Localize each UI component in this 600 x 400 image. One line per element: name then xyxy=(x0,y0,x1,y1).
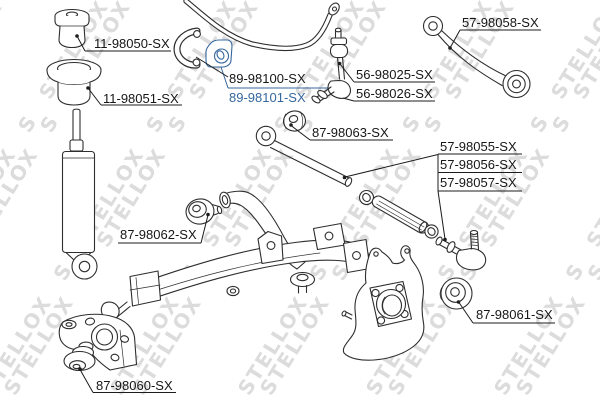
sleeve-and-nuts-drawing xyxy=(358,189,439,239)
bracket-87-98060-drawing xyxy=(58,313,138,372)
stabilizer-link-drawing xyxy=(311,27,352,104)
part-label-57-98057-sx: 57-98057-SX xyxy=(440,175,517,190)
lateral-rod-drawing xyxy=(255,125,353,187)
part-label-87-98063-sx: 87-98063-SX xyxy=(312,125,389,140)
part-label-87-98060-sx: 87-98060-SX xyxy=(96,378,173,393)
rod-bushing-87-98063-drawing xyxy=(282,110,307,132)
part-label-87-98062-sx: 87-98062-SX xyxy=(120,227,197,242)
part-label-57-98058-sx: 57-98058-SX xyxy=(462,15,539,30)
stabilizer-bushing-highlighted-drawing xyxy=(205,39,333,89)
part-label-89-98101-sx: 89-98101-SX xyxy=(229,90,306,105)
upper-control-arm-drawing xyxy=(422,15,531,99)
part-label-56-98026-sx: 56-98026-SX xyxy=(356,86,433,101)
knuckle-drawing xyxy=(341,245,425,361)
shock-absorber-drawing xyxy=(61,108,98,280)
stabilizer-clamp-drawing xyxy=(173,27,201,69)
trailing-beam-drawing xyxy=(100,190,371,320)
knuckle-bushing-87-98061-drawing xyxy=(439,277,473,310)
strut-mount-drawing xyxy=(54,8,90,49)
stabilizer-bar-drawing xyxy=(183,0,340,51)
tie-rod-end-drawing xyxy=(435,229,487,271)
callout-leader-lines xyxy=(75,29,555,393)
part-label-87-98061-sx: 87-98061-SX xyxy=(476,307,553,322)
part-label-89-98100-sx: 89-98100-SX xyxy=(229,71,306,86)
part-label-57-98056-sx: 57-98056-SX xyxy=(440,157,517,172)
spring-seat-drawing xyxy=(46,58,102,106)
part-label-11-98051-sx: 11-98051-SX xyxy=(103,91,179,106)
part-label-57-98055-sx: 57-98055-SX xyxy=(440,139,517,154)
part-label-11-98050-sx: 11-98050-SX xyxy=(94,36,170,51)
part-label-56-98025-sx: 56-98025-SX xyxy=(356,67,433,82)
